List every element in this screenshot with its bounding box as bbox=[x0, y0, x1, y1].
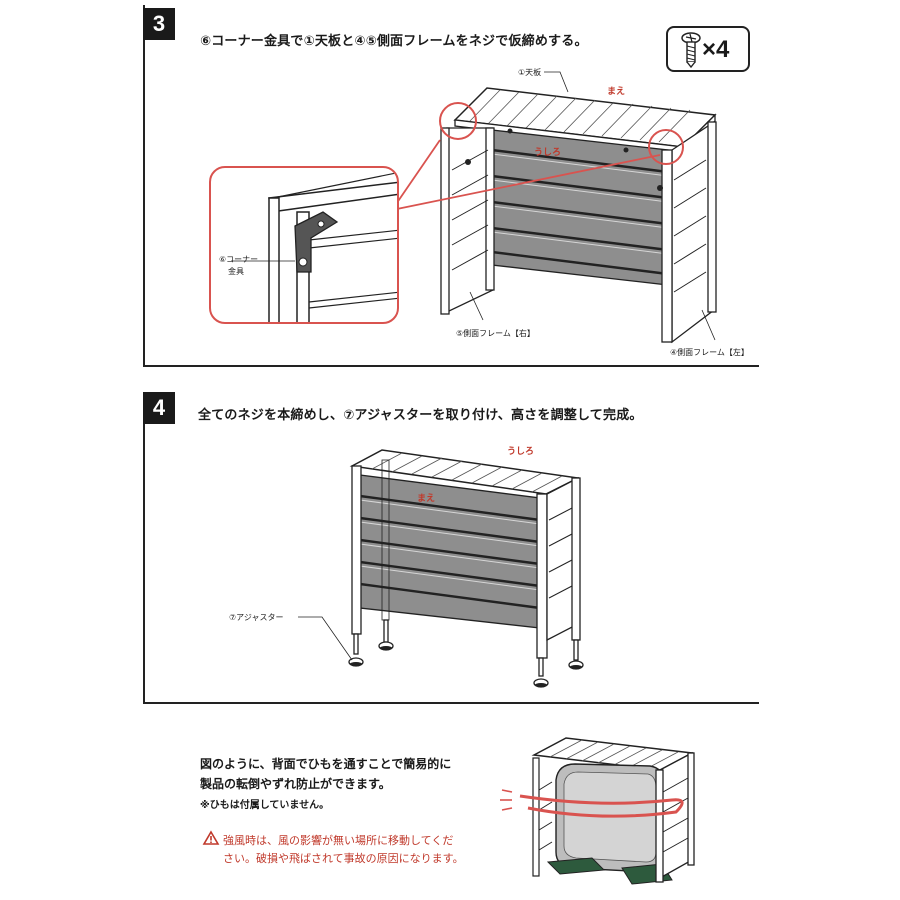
warning-icon bbox=[202, 830, 220, 845]
label-adjuster: ⑦アジャスター bbox=[229, 613, 284, 622]
label-corner-bracket-1: ⑥コーナー bbox=[219, 255, 259, 264]
step3-badge: 3 bbox=[143, 8, 175, 40]
label-side-frame-right: ⑤側面フレーム【右】 bbox=[456, 329, 535, 338]
note-line-2: 製品の転倒やずれ防止ができます。 bbox=[200, 777, 391, 791]
step4-panel bbox=[143, 392, 759, 704]
label-corner-bracket-2: 金具 bbox=[228, 267, 244, 276]
step3-title: ⑥コーナー金具で①天板と④⑤側面フレームをネジで仮締めする。 bbox=[200, 34, 588, 49]
step4-badge: 4 bbox=[143, 392, 175, 424]
label-back-step4: うしろ bbox=[507, 447, 535, 457]
screw-count: ×4 bbox=[702, 36, 730, 63]
note-line-3: ※ひもは付属していません。 bbox=[200, 800, 330, 811]
label-front-step3: まえ bbox=[607, 87, 626, 97]
step3-panel bbox=[143, 5, 759, 367]
screw-icon bbox=[681, 32, 701, 69]
corner-bracket-detail bbox=[231, 172, 397, 322]
warning-line-2: さい。破損や飛ばされて事故の原因になります。 bbox=[223, 852, 464, 865]
warning-line-1: 強風時は、風の影響が無い場所に移動してくだ bbox=[223, 834, 454, 847]
step4-title: 全てのネジを本締めし、⑦アジャスターを取り付け、高さを調整して完成。 bbox=[198, 408, 643, 423]
label-front-step4: まえ bbox=[417, 494, 436, 504]
corner-detail-box bbox=[209, 166, 399, 324]
note-line-1: 図のように、背面でひもを通すことで簡易的に bbox=[200, 757, 452, 771]
screw-count-box: ×4 bbox=[666, 26, 750, 72]
label-top-board: ①天板 bbox=[518, 68, 542, 77]
label-side-frame-left: ④側面フレーム【左】 bbox=[670, 348, 749, 357]
label-back-step3: うしろ bbox=[534, 148, 562, 158]
